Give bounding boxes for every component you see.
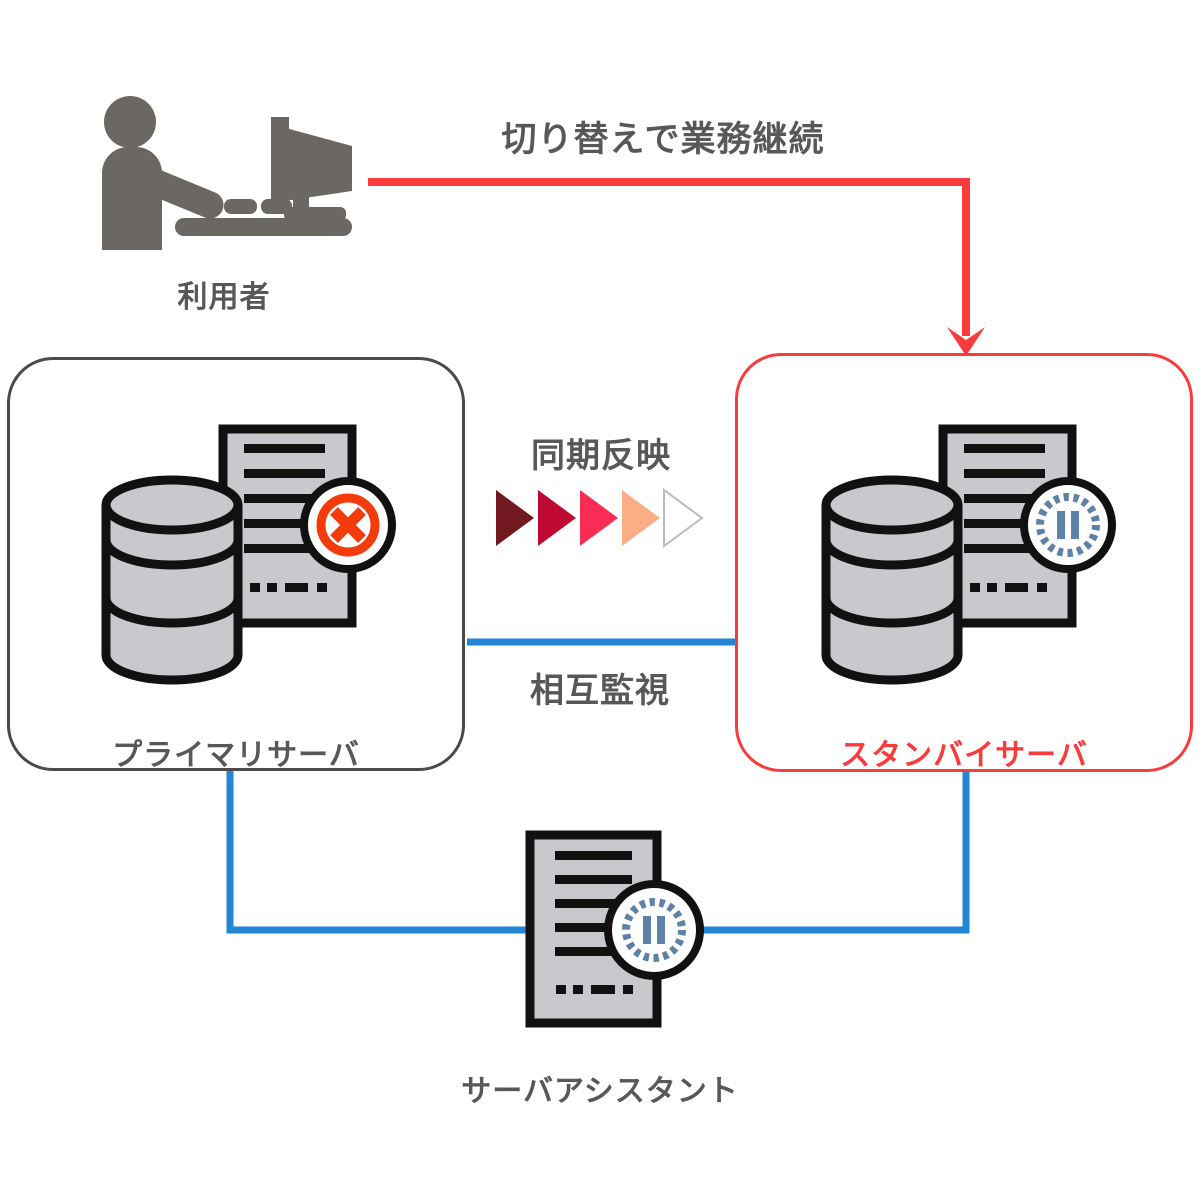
primary-server-icon: [101, 424, 396, 685]
database-icon: [821, 475, 963, 685]
standby-server-icon: [821, 424, 1116, 685]
monitor-icon: [271, 117, 352, 221]
monitor-label: 相互監視: [530, 672, 670, 710]
switchover-label: 切り替えで業務継続: [501, 120, 825, 159]
sync-triangle-3: [580, 490, 618, 546]
sync-triangle-5: [663, 488, 704, 548]
standby-server-label: スタンバイサーバ: [840, 739, 1088, 772]
database-icon: [101, 475, 243, 685]
desk: [175, 218, 352, 236]
sync-label: 同期反映: [531, 437, 671, 475]
user-label: 利用者: [177, 281, 271, 314]
person-figure: [102, 96, 224, 250]
pause-badge-icon: [1020, 477, 1116, 573]
sync-triangle-2: [538, 490, 576, 546]
error-badge-icon: [300, 477, 396, 573]
failover-arrow-line: [368, 178, 970, 336]
primary-server-box: プライマリサーバ: [7, 357, 465, 772]
sync-arrows-icon: [496, 488, 704, 548]
sync-triangle-4: [622, 490, 660, 546]
pause-badge-icon: [604, 880, 704, 980]
person-head: [104, 96, 156, 148]
user-at-computer-icon: [102, 96, 352, 250]
sync-triangle-1: [496, 490, 534, 546]
assistant-link-line-right: [701, 772, 970, 934]
server-assistant-label: サーバアシスタント: [461, 1075, 739, 1108]
failover-arrowhead: [947, 327, 985, 356]
primary-server-label: プライマリサーバ: [112, 739, 360, 772]
keyboard-icon: [224, 199, 292, 214]
server-assistant-icon: [525, 830, 704, 1028]
assistant-link-line-left: [226, 771, 529, 934]
standby-server-box: スタンバイサーバ: [735, 353, 1193, 772]
